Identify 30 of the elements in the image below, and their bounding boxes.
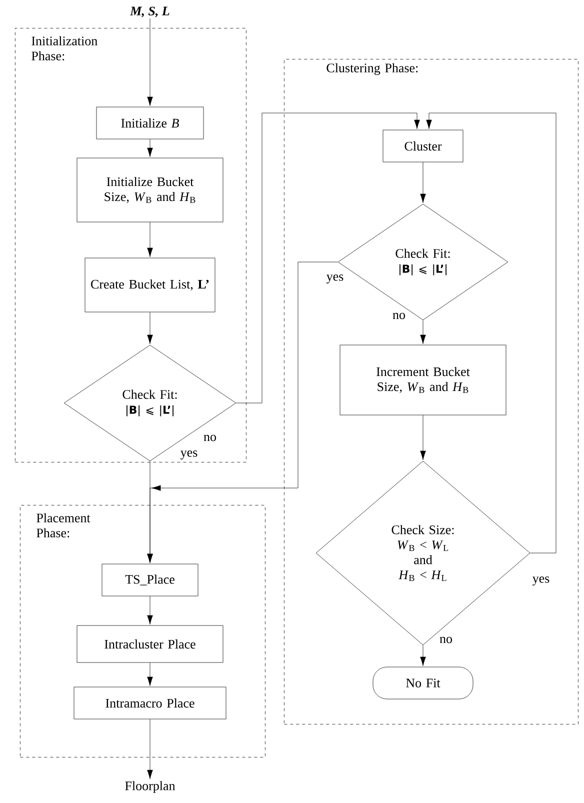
edge-label: no <box>392 312 406 320</box>
edge-label: yes <box>179 450 199 460</box>
arrow <box>426 112 556 554</box>
arrow <box>147 596 153 624</box>
edge-label: yes <box>531 576 551 586</box>
arrow <box>236 112 420 404</box>
process-box: Initialize B <box>96 106 204 140</box>
process-box: Intramacro Place <box>74 686 226 720</box>
process-box: Intracluster Place <box>76 625 224 663</box>
terminal-box: No Fit <box>372 666 474 700</box>
process-box: Create Bucket List, L’ <box>84 258 216 312</box>
process-box: TS_Place <box>102 564 198 596</box>
arrow <box>420 320 426 344</box>
arrow <box>147 719 153 780</box>
arrow <box>147 18 153 106</box>
arrow <box>420 162 426 203</box>
arrow <box>420 415 426 460</box>
arrow <box>420 645 426 666</box>
arrow <box>147 139 153 157</box>
process-box: Cluster <box>382 130 464 162</box>
flow-text: Floorplan <box>125 781 176 793</box>
edge-label: no <box>202 434 218 442</box>
process-box: Initialize Bucket Size, W$_{B}$ and H$_{B}$ <box>76 158 224 222</box>
arrow <box>147 222 153 257</box>
arrow <box>147 262 338 563</box>
arrow <box>147 312 153 344</box>
process-box: Increment Bucket Size, W$_{B}$ and H$_{B}$ <box>340 344 506 416</box>
edge-label: no <box>438 636 454 644</box>
arrow <box>147 662 153 686</box>
flow-text: M, S, L <box>130 6 170 18</box>
